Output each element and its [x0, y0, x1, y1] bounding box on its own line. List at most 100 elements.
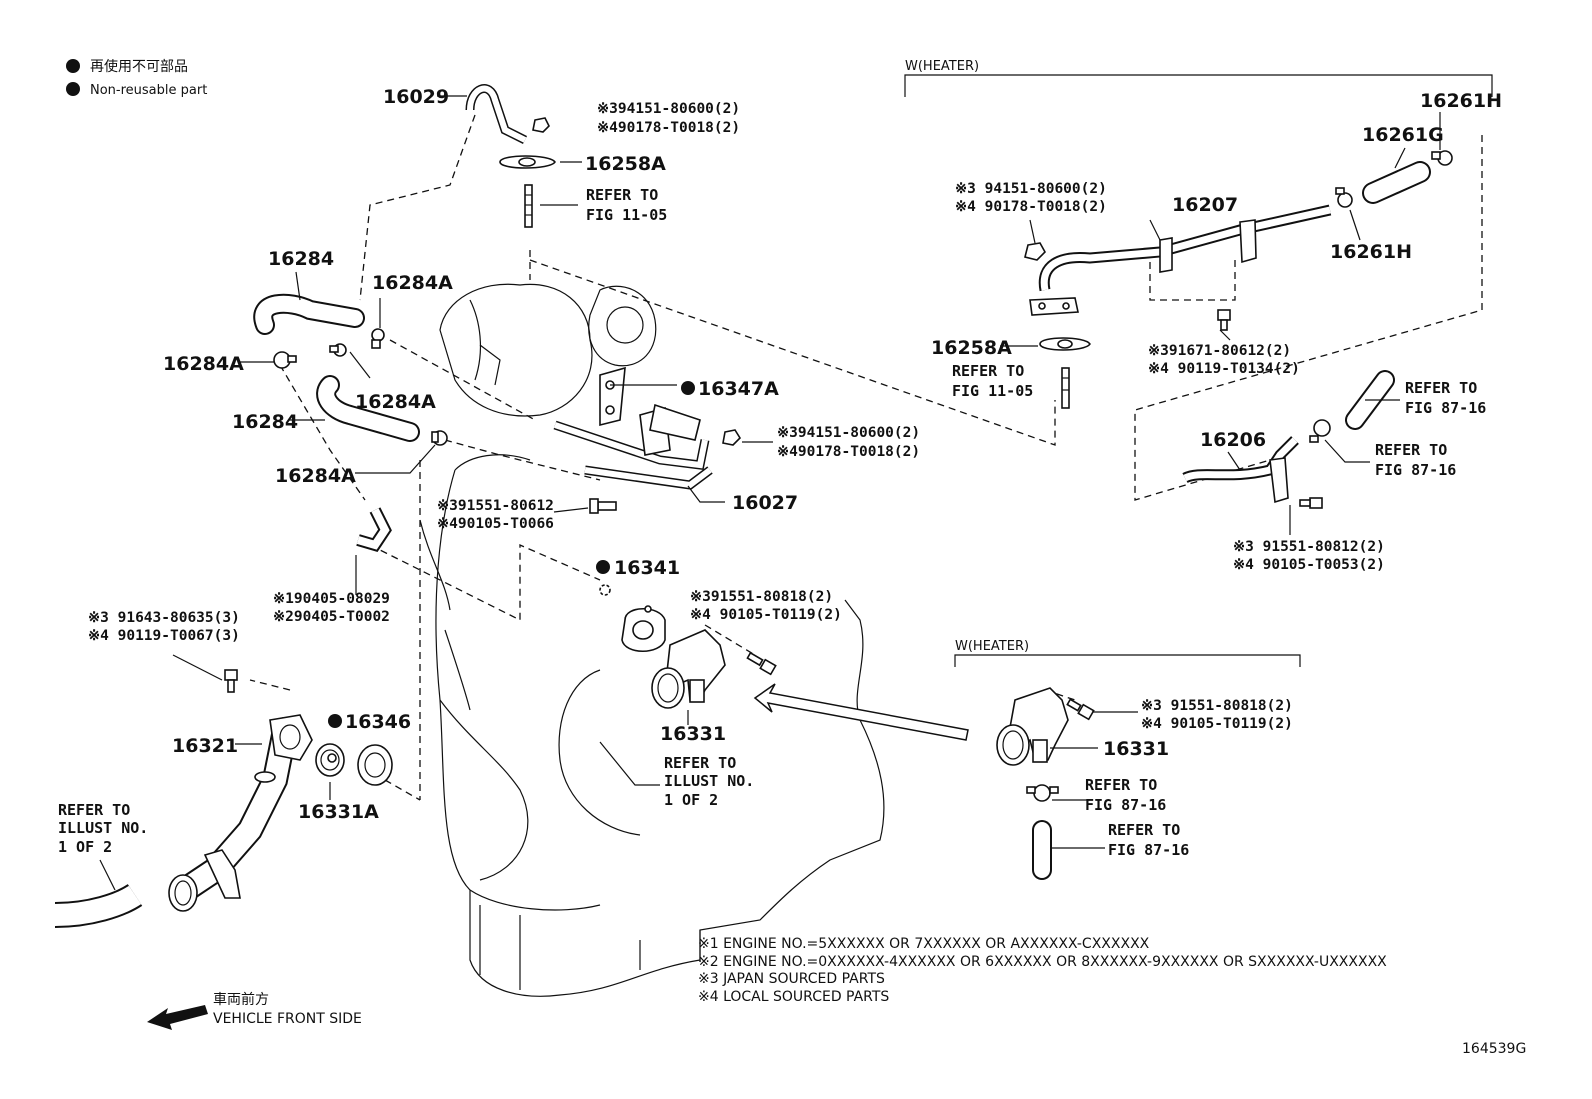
- bolt-callout: ※394151-80600(2): [597, 101, 740, 117]
- part-number-label: 16206: [1200, 429, 1266, 451]
- bolt-callout: ※4 90105-T0053(2): [1233, 557, 1385, 573]
- refer-to-figure: FIG 87-16: [1375, 461, 1456, 479]
- heater-bracket-top: W(HEATER): [904, 59, 1493, 97]
- refer-to-illust: ILLUST NO.: [58, 819, 148, 837]
- part-number-label: 16027: [732, 492, 798, 514]
- part-labels: 16029 16258A 16284 16284A 16284A 16284A …: [163, 86, 1502, 823]
- stud-bolt: [524, 184, 533, 228]
- part-number-label: 16284A: [372, 272, 453, 294]
- part-16206-heater-pipe: [1182, 436, 1299, 504]
- bolt-callouts: ※394151-80600(2) ※490178-T0018(2) ※39415…: [88, 101, 1385, 732]
- bolt-callout: ※490178-T0018(2): [597, 120, 740, 136]
- part-number-label: 16347A: [698, 378, 779, 400]
- part-16331A-thermostat: [315, 743, 345, 777]
- refer-to-label: REFER TO: [1085, 776, 1157, 794]
- part-16346-gasket: [357, 744, 393, 786]
- refer-to-label: REFER TO: [1108, 821, 1180, 839]
- engine-block-outline: [419, 283, 885, 997]
- radiator-hose: [54, 883, 143, 928]
- part-number-label: 16331: [1103, 738, 1169, 760]
- front-label-en: VEHICLE FRONT SIDE: [213, 1011, 362, 1027]
- bolt-callout: ※4 90119-T0134(2): [1148, 361, 1300, 377]
- non-reusable-dot-icon: [681, 381, 695, 395]
- legend: 再使用不可部品 Non-reusable part: [66, 58, 207, 98]
- non-reusable-dot-icon: [328, 714, 342, 728]
- section-label: W(HEATER): [905, 59, 979, 74]
- bolt-callout: ※394151-80600(2): [777, 425, 920, 441]
- part-16029-pipe: [465, 84, 550, 145]
- hose-clamp-icon: [329, 343, 347, 357]
- elbow-hose: [356, 507, 392, 553]
- bolt-icon: [1066, 698, 1095, 721]
- part-number-label: 16284: [268, 248, 334, 270]
- front-label-jp: 車両前方: [213, 991, 269, 1008]
- part-number-label: 16346: [345, 711, 411, 733]
- footnotes: ※1 ENGINE NO.=5XXXXXX OR 7XXXXXX OR AXXX…: [698, 936, 1387, 1005]
- section-label: W(HEATER): [955, 639, 1029, 654]
- refer-to-label: REFER TO: [664, 754, 736, 772]
- part-16284-hose-lower: [316, 375, 420, 442]
- part-number-label: 16284A: [275, 465, 356, 487]
- non-reusable-dot-icon: [596, 560, 610, 574]
- hose-clamp-icon: [1335, 187, 1353, 208]
- refer-to-label: REFER TO: [1375, 441, 1447, 459]
- arrow-left-icon: [147, 1005, 208, 1030]
- legend-en: Non-reusable part: [90, 83, 207, 98]
- bolt-callout: ※3 91551-80818(2): [1141, 698, 1293, 714]
- bolt-callout: ※490105-T0066: [437, 516, 554, 532]
- bolt-callout: ※290405-T0002: [273, 609, 390, 625]
- footnote: ※4 LOCAL SOURCED PARTS: [698, 989, 889, 1005]
- non-reusable-dot-icon: [66, 82, 80, 96]
- part-16207-heater-pipe: [1029, 204, 1332, 316]
- legend-jp: 再使用不可部品: [90, 58, 188, 75]
- hose-clamp-icon: [273, 351, 297, 369]
- heater-bracket-right: W(HEATER): [954, 639, 1301, 667]
- stud-bolt: [1061, 367, 1070, 409]
- part-16258A-gasket: [499, 155, 556, 169]
- refer-to-figure: FIG 11-05: [586, 206, 667, 224]
- bolt-icon: [589, 498, 617, 514]
- part-16321-inlet-pipe: [168, 714, 313, 912]
- refer-to-sheet: 1 OF 2: [58, 838, 112, 856]
- bolt-icon: [224, 669, 238, 693]
- refer-to-sheet: 1 OF 2: [664, 791, 718, 809]
- part-number-label: 16261H: [1330, 241, 1412, 263]
- bolt-callout: ※391671-80612(2): [1148, 343, 1291, 359]
- bolt-callout: ※391551-80612: [437, 498, 554, 514]
- bolt-callout: ※490178-T0018(2): [777, 444, 920, 460]
- bolt-icon: [1299, 497, 1323, 509]
- bolt-callout: ※4 90105-T0119(2): [690, 607, 842, 623]
- refer-to-figure: FIG 11-05: [952, 382, 1033, 400]
- bolt-callout: ※3 94151-80600(2): [955, 181, 1107, 197]
- bolt-callout: ※4 90178-T0018(2): [955, 199, 1107, 215]
- part-number-label: 16029: [383, 86, 449, 108]
- illustration-id: 164539G: [1462, 1041, 1526, 1057]
- detail-arrow: [753, 683, 969, 741]
- part-16347A-gasket: [599, 366, 626, 427]
- part-number-label: 16341: [614, 557, 680, 579]
- refer-to-figure: FIG 87-16: [1108, 841, 1189, 859]
- part-number-label: 16258A: [585, 153, 666, 175]
- part-16331-water-outlet: [651, 629, 726, 709]
- part-number-label: 16261H: [1420, 90, 1502, 112]
- hose-clamp-icon: [1026, 784, 1059, 802]
- refer-to-figure: FIG 87-16: [1085, 796, 1166, 814]
- nut-icon: [1024, 242, 1046, 261]
- part-number-label: 16258A: [931, 337, 1012, 359]
- part-number-label: 16207: [1172, 194, 1238, 216]
- part-16027-pipe: [553, 403, 713, 490]
- part-number-label: 16284A: [355, 391, 436, 413]
- hose-clamp-icon: [1309, 419, 1331, 443]
- bolt-icon: [1217, 309, 1231, 331]
- part-number-label: 16261G: [1362, 124, 1444, 146]
- guide-lines: [249, 114, 1483, 801]
- reference-callouts: REFER TO FIG 11-05 REFER TO FIG 11-05 RE…: [58, 186, 1486, 859]
- part-number-label: 16331: [660, 723, 726, 745]
- part-number-label: 16284: [232, 411, 298, 433]
- footnote: ※1 ENGINE NO.=5XXXXXX OR 7XXXXXX OR AXXX…: [698, 936, 1150, 952]
- bolt-callout: ※3 91551-80812(2): [1233, 539, 1385, 555]
- part-number-label: 16284A: [163, 353, 244, 375]
- part-16261G-hose: [1362, 161, 1431, 204]
- hose-clamp-icon: [431, 430, 448, 446]
